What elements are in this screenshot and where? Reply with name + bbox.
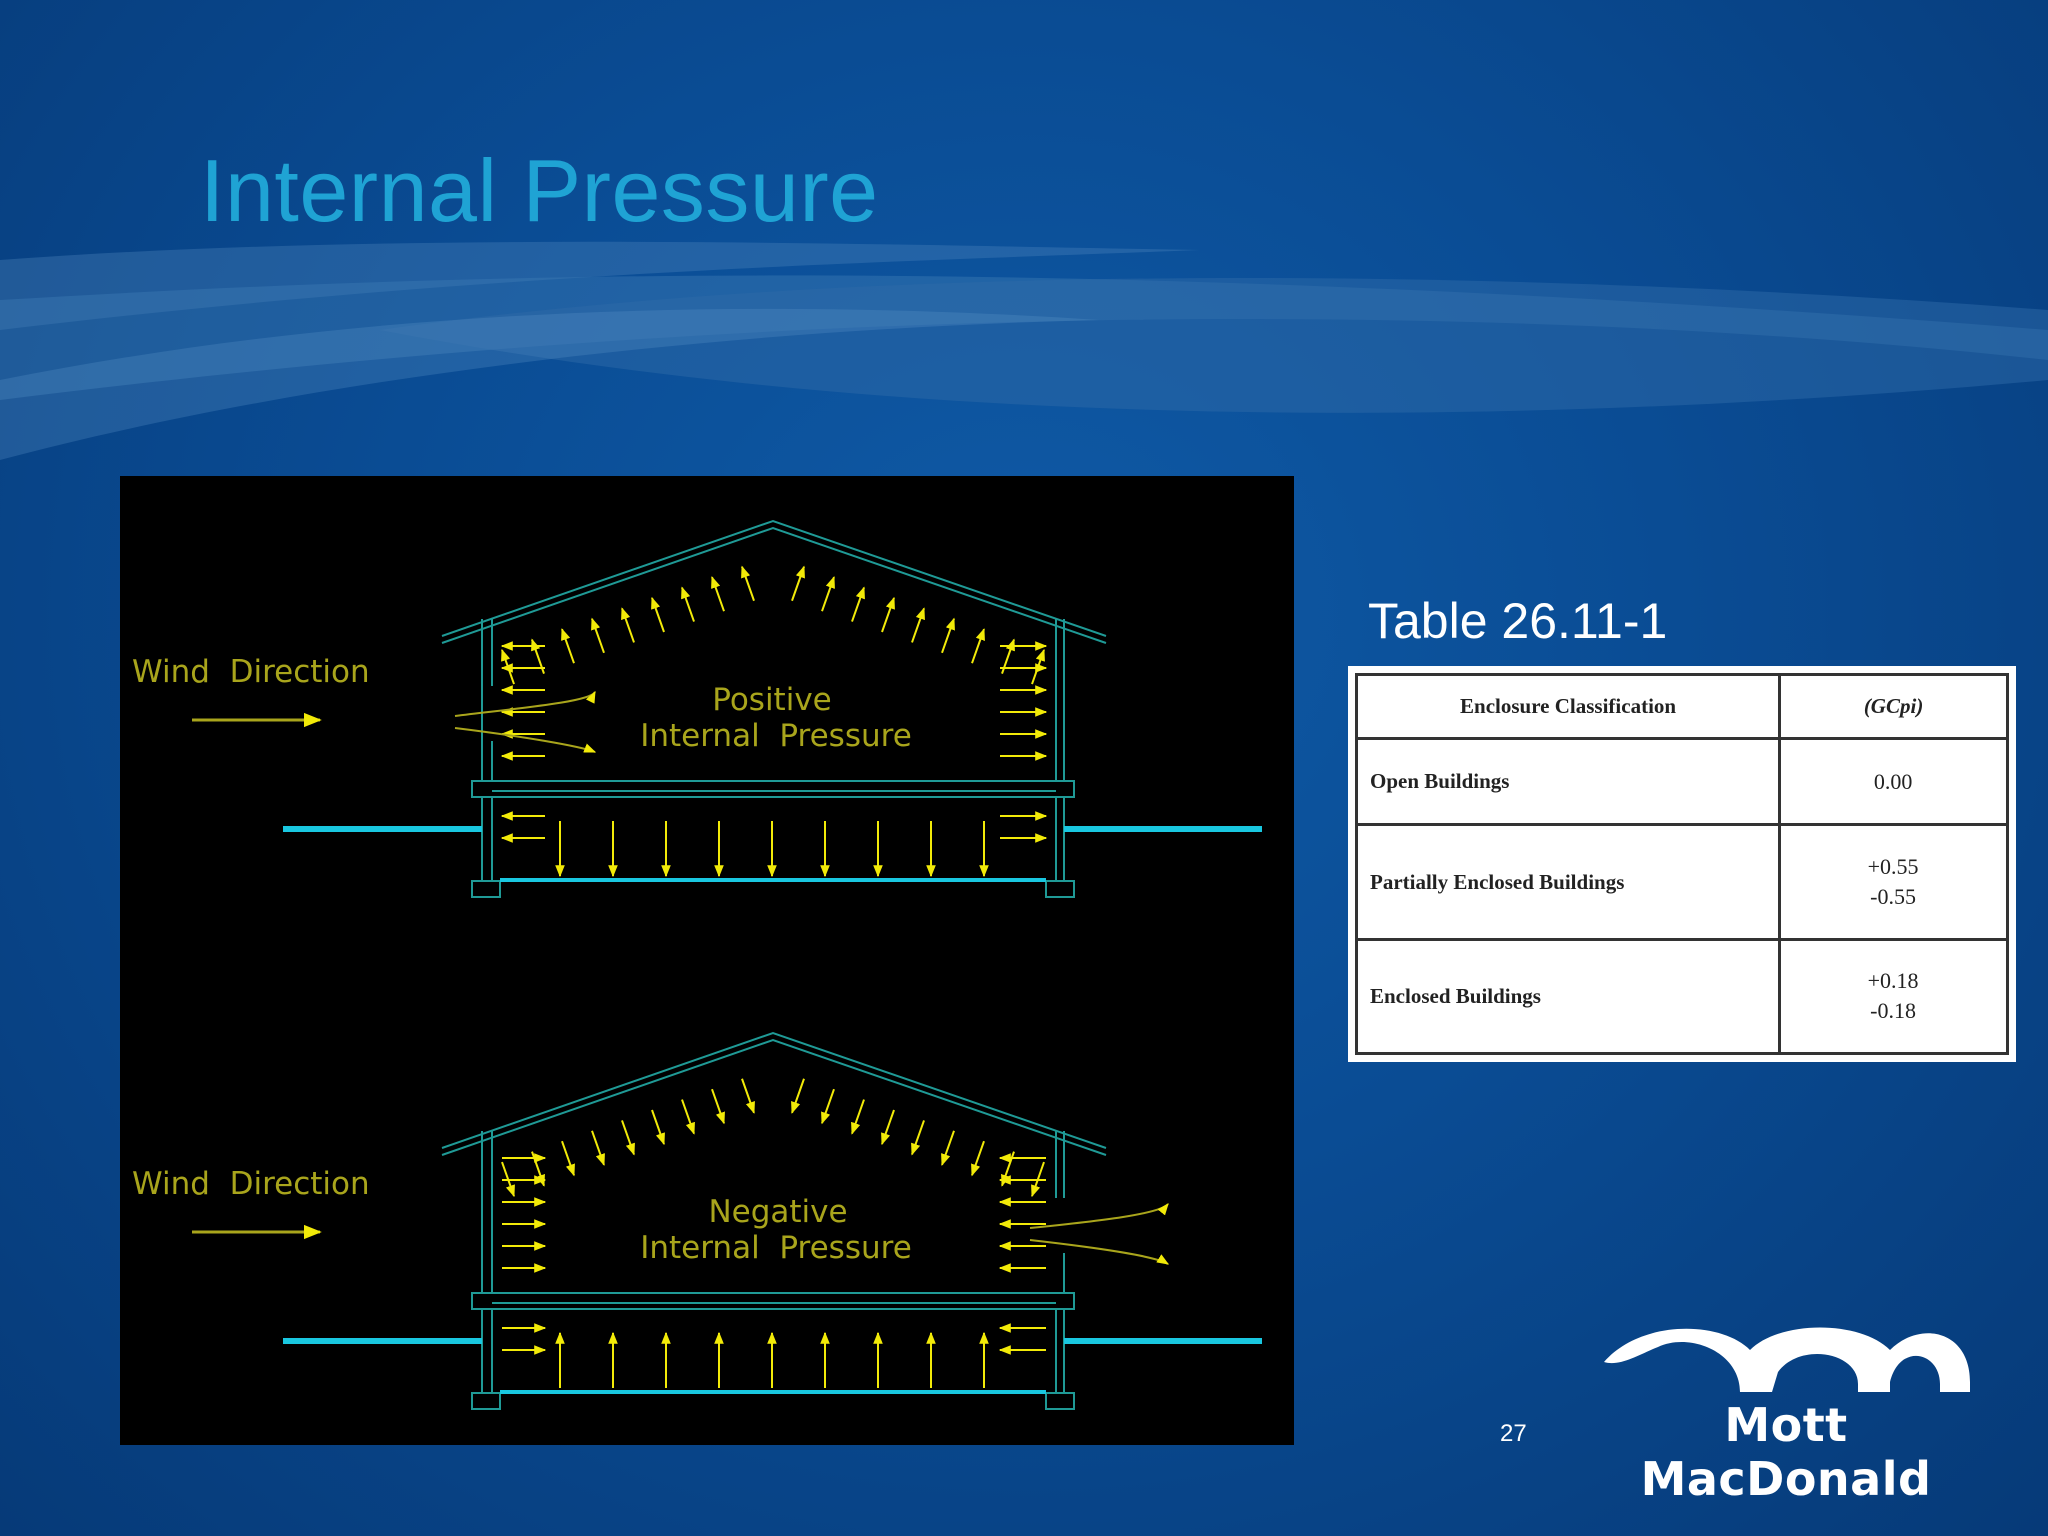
pressure-arrow [621,1120,635,1156]
header-classification: Enclosure Classification [1354,672,1782,741]
pressure-arrow [741,1078,755,1114]
pressure-arrow [681,586,695,622]
table-row: Enclosed Buildings +0.18-0.18 [1354,937,2009,1056]
table-row: Open Buildings 0.00 [1354,737,2009,827]
logo-text: Mott MacDonald [1640,1398,1932,1506]
pressure-arrow [621,607,635,643]
bottom-pressure-line1: Negative [708,1194,847,1230]
pressure-arrow [561,628,575,664]
top-wind-flow-1 [454,690,596,717]
pressure-arrow [971,1140,985,1177]
bottom-wind-label: Wind Direction [132,1166,370,1202]
pressure-diagram: Wind Direction Positive Internal Pressur… [120,476,1294,1445]
top-pressure-arrows [500,565,1048,878]
row-value: 0.00 [1778,737,2009,827]
top-pressure-line1: Positive [712,682,832,718]
pressure-arrow [851,1099,865,1135]
top-building-outline [441,519,1107,898]
row-value: +0.55-0.55 [1778,823,2009,941]
pressure-arrow [881,1109,895,1146]
bottom-wind-flow-1 [1029,1203,1169,1229]
row-classification: Partially Enclosed Buildings [1354,823,1782,941]
slide-number: 27 [1500,1420,1527,1447]
top-pressure-line2: Internal Pressure [640,718,912,754]
table-caption: Table 26.11-1 [1368,593,1668,649]
pressure-arrow [941,1130,955,1166]
pressure-arrow [971,628,985,664]
pressure-arrow [741,565,755,602]
bottom-building-outline [441,1031,1107,1410]
enclosure-table: Enclosure Classification (GCpi) Open Bui… [1348,666,2016,1062]
pressure-arrow [791,1078,805,1114]
mott-macdonald-arches-icon [1604,1327,1970,1392]
pressure-arrow [711,576,725,612]
pressure-arrow [821,1088,835,1125]
pressure-arrow [651,596,665,633]
pressure-arrow [591,617,605,654]
bottom-pressure-arrows [501,1078,1046,1388]
top-wind-label: Wind Direction [132,654,370,690]
pressure-arrow [911,1120,925,1156]
pressure-arrow [941,617,955,654]
slide-title: Internal Pressure [200,141,879,240]
table-row: Partially Enclosed Buildings +0.55-0.55 [1354,823,2009,941]
row-value: +0.18-0.18 [1778,937,2009,1056]
pressure-arrow [561,1140,575,1177]
bottom-wind-flow-2 [1029,1239,1170,1265]
pressure-arrow [711,1088,725,1125]
pressure-arrow [911,607,925,643]
pressure-arrow [791,565,805,602]
pressure-arrow [821,576,835,612]
bottom-pressure-line2: Internal Pressure [640,1230,912,1266]
pressure-arrow [681,1099,695,1135]
header-value: (GCpi) [1778,672,2009,741]
row-classification: Open Buildings [1354,737,1782,827]
row-classification: Enclosed Buildings [1354,937,1782,1056]
pressure-arrow [651,1109,665,1146]
top-wind-flow-2 [454,727,597,753]
pressure-arrow [851,586,865,622]
table-header-row: Enclosure Classification (GCpi) [1354,672,2009,741]
pressure-arrow [591,1130,605,1166]
pressure-arrow [881,596,895,633]
